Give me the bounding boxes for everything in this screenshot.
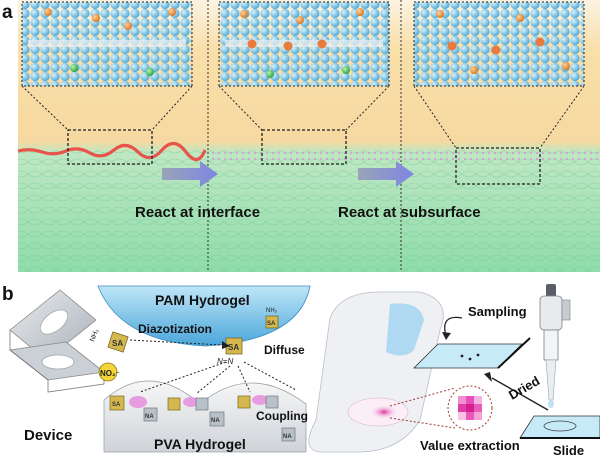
dried-arrow [491, 377, 549, 411]
svg-text:NA: NA [283, 434, 292, 440]
caption-interface: React at interface [135, 204, 260, 221]
svg-text:NA: NA [211, 418, 220, 424]
pipette-icon [539, 284, 571, 408]
dried-label: Dried [506, 373, 542, 403]
panel-a-label: a [2, 2, 13, 23]
arrow-2 [358, 161, 414, 187]
sampling-arrowhead [442, 332, 451, 340]
interface-line [17, 141, 207, 162]
diffuse-arrows [139, 361, 297, 395]
svg-text:SA: SA [267, 321, 276, 327]
sample-dot-1 [460, 354, 464, 358]
pixel-mosaic [458, 396, 482, 420]
sampling-label: Sampling [468, 304, 527, 319]
coupled-product-3 [237, 395, 279, 409]
value-extraction-label: Value extraction [420, 438, 520, 453]
panel-b: b Device PAM Hydrogel PVA Hydrogel SA NH… [2, 284, 600, 458]
panel-b-label: b [2, 284, 14, 305]
gel-cell-texture [18, 150, 600, 272]
diffuse-label: Diffuse [264, 343, 305, 357]
coupled-product-2 [167, 397, 209, 411]
slide-drop [543, 420, 577, 432]
device-label: Device [24, 427, 72, 444]
no2-ball [98, 362, 118, 382]
sample-dot-2 [468, 357, 472, 361]
magnifier-line-2 [389, 417, 456, 429]
slide-edge [497, 337, 531, 369]
sample-dot-3 [476, 353, 480, 357]
na-cube-2: NA [281, 427, 296, 442]
no2-label: NO₂⁻ [100, 369, 120, 378]
device [9, 289, 105, 393]
pam-hydrogel-label: PAM Hydrogel [155, 292, 250, 308]
device-sheet [308, 291, 444, 453]
coupling-label: Coupling [256, 409, 308, 423]
arrow-1 [162, 161, 218, 187]
zoom-box-2 [218, 1, 390, 165]
zoom-box-1 [21, 1, 193, 165]
sa-cube-3: SA [265, 315, 279, 329]
diazotization-label: Diazotization [138, 322, 212, 336]
sample-patch [386, 303, 424, 356]
panel-a: a React at interface React at subsurface [2, 0, 600, 272]
dried-arrowhead [484, 372, 492, 382]
pam-hydrogel [97, 285, 311, 347]
svg-text:SA: SA [112, 339, 123, 348]
slide [519, 415, 600, 439]
svg-text:SA: SA [228, 343, 239, 352]
sa-cube-1: SA [107, 331, 129, 353]
n-eq-n-label: N=N [217, 357, 233, 366]
coupled-product-1: SA NA [109, 395, 158, 422]
svg-text:SA: SA [112, 402, 121, 408]
pink-reaction-layer [210, 148, 600, 160]
magnifier-line-1 [389, 387, 456, 407]
zoom-box-3 [413, 1, 585, 185]
svg-text:NA: NA [145, 414, 154, 420]
pink-spot [370, 405, 398, 419]
diazotization-arrow [129, 339, 223, 346]
nh2-label-2: NH₂ [266, 308, 278, 314]
pva-hydrogel-label: PVA Hydrogel [154, 436, 246, 452]
nh2-label-1: NH₂ [89, 328, 100, 343]
slide-label: Slide [553, 443, 584, 458]
caption-subsurface: React at subsurface [338, 204, 481, 221]
na-cube-1: NA [209, 411, 225, 427]
diazotization-arrowhead [222, 341, 230, 349]
